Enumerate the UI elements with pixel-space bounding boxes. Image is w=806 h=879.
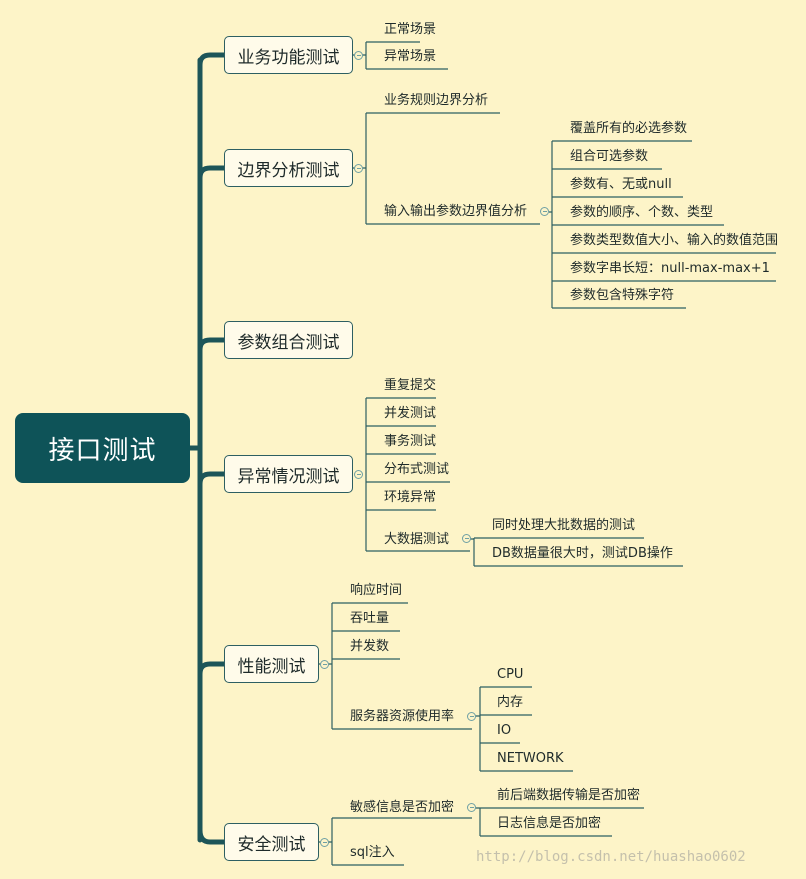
collapse-security-icon[interactable] [320,838,329,847]
leaf-performance-item[interactable]: 吞吐量 [350,611,390,626]
branch-exception-test[interactable]: 异常情况测试 [224,455,353,493]
leaf-performance-item[interactable]: 响应时间 [350,583,403,598]
collapse-performance-icon[interactable] [320,660,329,669]
collapse-sensitive-icon[interactable] [467,803,476,812]
leaf-sensitive-item[interactable]: 日志信息是否加密 [497,816,602,831]
leaf-io-item[interactable]: 参数类型数值大小、输入的数值范围 [570,233,779,248]
trunk-line [187,57,203,843]
leaf-server-item[interactable]: 内存 [497,695,524,710]
leaf-exception-item[interactable]: 重复提交 [384,378,437,393]
leaf-server-item[interactable]: IO [497,723,512,738]
leaf-server-item[interactable]: CPU [497,667,524,682]
trunk-to-exception [197,471,227,487]
leaf-exception-item[interactable]: 事务测试 [384,434,437,449]
leaf-io-item[interactable]: 覆盖所有的必选参数 [570,121,688,136]
leaf-server-item[interactable]: NETWORK [497,751,564,766]
leaf-exception-item[interactable]: 并发测试 [384,406,437,421]
trunk-to-business [197,52,227,68]
branch-performance-test[interactable]: 性能测试 [224,645,319,683]
bigdata-connector [470,537,683,567]
leaf-io-item[interactable]: 组合可选参数 [570,149,649,164]
security-connector [319,817,472,866]
leaf-sql-injection[interactable]: sql注入 [350,845,395,860]
collapse-server-icon[interactable] [467,712,476,721]
branch-param-combo-test[interactable]: 参数组合测试 [224,321,353,359]
leaf-io-item[interactable]: 参数字串长短：null-max-max+1 [570,261,770,276]
io-connector [549,140,776,309]
leaf-io-item[interactable]: 参数包含特殊字符 [570,288,675,303]
leaf-abnormal-scenario[interactable]: 异常场景 [384,49,437,64]
trunk-to-boundary [197,165,227,181]
node-server-resource[interactable]: 服务器资源使用率 [350,709,455,724]
root-node[interactable]: 接口测试 [15,413,190,483]
leaf-business-rule-boundary[interactable]: 业务规则边界分析 [384,93,489,108]
leaf-normal-scenario[interactable]: 正常场景 [384,22,437,37]
leaf-exception-item[interactable]: 环境异常 [384,490,437,505]
trunk-to-combo [197,337,227,353]
leaf-performance-item[interactable]: 并发数 [350,639,390,654]
node-sensitive-encryption[interactable]: 敏感信息是否加密 [350,800,455,815]
collapse-exception-icon[interactable] [354,470,363,479]
node-bigdata-test[interactable]: 大数据测试 [384,532,450,547]
branch-business-test[interactable]: 业务功能测试 [224,36,353,74]
leaf-bigdata-item[interactable]: 同时处理大批数据的测试 [492,518,636,533]
node-io-param-boundary[interactable]: 输入输出参数边界值分析 [384,204,528,219]
branch-boundary-test[interactable]: 边界分析测试 [224,149,353,187]
sensitive-connector [472,807,644,837]
leaf-io-item[interactable]: 参数的顺序、个数、类型 [570,205,714,220]
leaf-bigdata-item[interactable]: DB数据量很大时，测试DB操作 [492,546,673,561]
collapse-business-icon[interactable] [354,51,363,60]
leaf-exception-item[interactable]: 分布式测试 [384,462,450,477]
collapse-bigdata-icon[interactable] [462,534,471,543]
leaf-sensitive-item[interactable]: 前后端数据传输是否加密 [497,788,641,803]
trunk-to-performance [197,661,227,677]
collapse-io-icon[interactable] [540,207,549,216]
exception-connector [365,397,470,552]
server-connector [472,686,573,772]
leaf-io-item[interactable]: 参数有、无或null [570,177,672,192]
watermark-text: http://blog.csdn.net/huashao0602 [476,849,746,865]
trunk-to-security [197,827,227,845]
collapse-boundary-icon[interactable] [354,164,363,173]
branch-security-test[interactable]: 安全测试 [224,823,319,861]
